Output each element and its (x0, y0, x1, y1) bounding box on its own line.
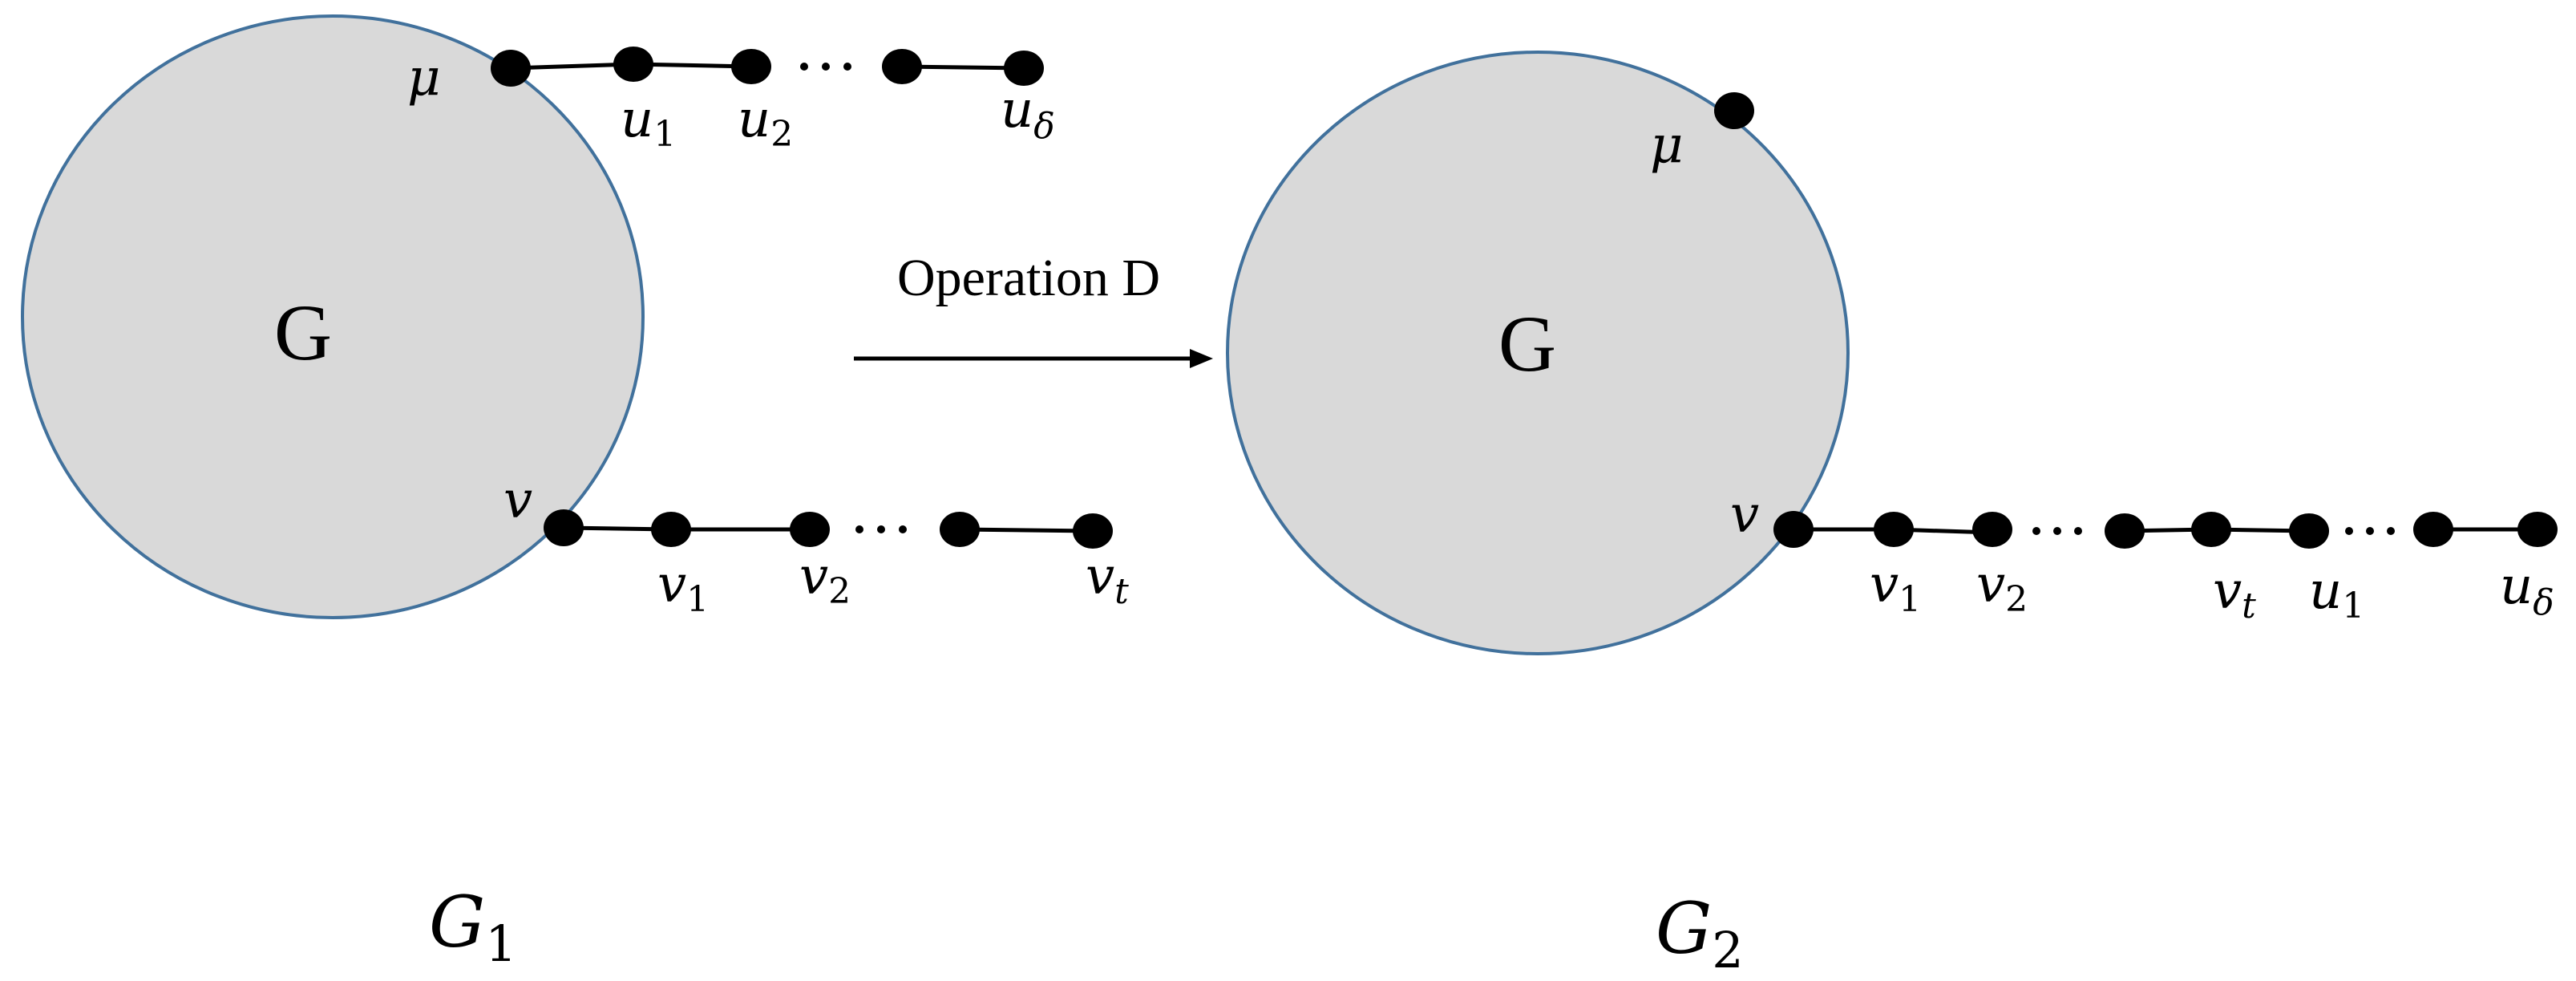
left-top-ellipsis-dot (800, 63, 808, 71)
operation-label: Operation D (897, 249, 1160, 307)
right-graph-label: G (1498, 299, 1556, 388)
right-ellipsis-dot (2053, 527, 2061, 535)
right-node-v3 (2105, 513, 2145, 549)
left-top-path (491, 47, 1044, 87)
operation-arrow-head (1190, 349, 1213, 368)
left-graph-label: G (274, 288, 332, 377)
right-node-u2 (2413, 512, 2453, 547)
left-node-v (544, 509, 584, 546)
left-node-v3 (940, 512, 980, 547)
right-node-v1 (1874, 512, 1914, 547)
left-top-edge-1 (510, 62, 634, 71)
right-label-vt: vt (2213, 561, 2256, 626)
right-node-udelta (2517, 512, 2558, 547)
right-ellipsis-dot (2345, 527, 2353, 535)
left-graph-region (21, 14, 645, 619)
left-node-v1 (651, 512, 691, 547)
right-label-v2: v2 (1976, 555, 2028, 620)
right-ellipsis-dot (2074, 527, 2082, 535)
right-label-u1: u1 (2309, 561, 2364, 626)
left-bottom-edge-3 (959, 527, 1094, 533)
right-node-v (1773, 511, 1814, 548)
right-ellipsis-dot (2366, 527, 2374, 535)
left-label-u2: u2 (738, 90, 793, 155)
left-mu-label: μ (407, 48, 441, 107)
right-graph-name: G2 (1656, 887, 1744, 979)
left-top-edge-3 (901, 64, 1025, 71)
left-node-udelta (1004, 51, 1044, 86)
left-graph-g1: G μ u1 u2 uδ (21, 14, 1129, 973)
right-node-v2 (1972, 512, 2012, 547)
left-bottom-ellipsis-dot (899, 525, 907, 533)
right-node-vt (2191, 512, 2231, 547)
left-node-v2 (790, 512, 830, 547)
left-node-u1 (613, 47, 653, 82)
right-label-udelta: uδ (2500, 557, 2554, 623)
left-bottom-path (544, 509, 1113, 549)
right-node-u1 (2289, 513, 2329, 549)
left-top-ellipsis-dot (843, 63, 851, 71)
left-label-udelta: uδ (1001, 80, 1055, 147)
left-bottom-ellipsis-dot (855, 525, 863, 533)
left-bottom-ellipsis-dot (877, 525, 885, 533)
left-node-u3 (882, 49, 922, 84)
left-node-u2 (731, 49, 771, 84)
left-label-u1: u1 (621, 90, 676, 155)
right-label-v1: v1 (1870, 555, 1921, 620)
left-label-v1: v1 (657, 555, 709, 620)
left-node-mu (491, 50, 531, 87)
left-v-label: v (503, 471, 532, 530)
right-graph-region (1226, 51, 1850, 655)
right-mu-label: μ (1650, 116, 1684, 175)
right-ellipsis-dot (2032, 527, 2040, 535)
left-node-vt (1073, 513, 1113, 549)
left-label-vt: vt (1086, 547, 1129, 612)
right-graph-g2: G μ v v1 v2 vt u1 (1226, 51, 2558, 979)
right-ellipsis-dot (2387, 527, 2395, 535)
right-v-label: v (1730, 485, 1759, 545)
left-top-ellipsis-dot (822, 63, 830, 71)
left-graph-name: G1 (429, 881, 517, 973)
left-label-v2: v2 (799, 547, 851, 612)
right-path (1773, 511, 2558, 549)
operation-arrow-group: Operation D (854, 249, 1213, 368)
right-node-mu (1714, 92, 1754, 129)
